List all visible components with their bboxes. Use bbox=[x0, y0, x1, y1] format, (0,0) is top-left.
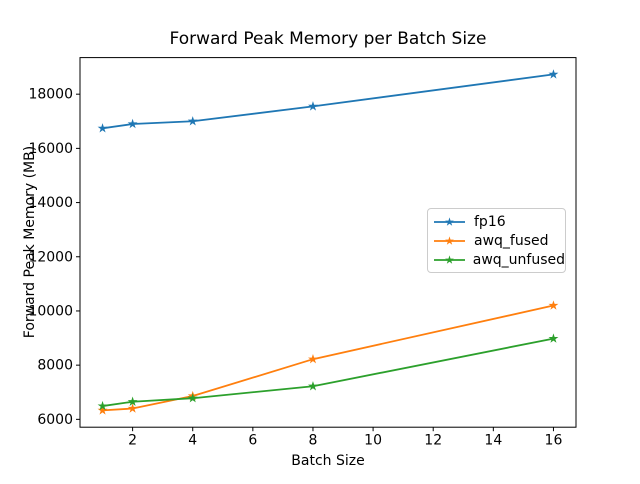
legend-star-marker bbox=[445, 216, 454, 226]
data-point-marker-fp16 bbox=[308, 101, 318, 111]
x-axis-label: Batch Size bbox=[291, 453, 365, 469]
y-tick-label: 6000 bbox=[37, 412, 73, 428]
data-point-marker-awq_fused bbox=[308, 353, 318, 364]
y-tick-label: 14000 bbox=[28, 195, 73, 211]
data-point-marker-fp16 bbox=[127, 118, 138, 129]
x-tick-label: 8 bbox=[309, 433, 318, 449]
legend-swatch-fp16 bbox=[434, 216, 465, 226]
x-tick-label: 16 bbox=[545, 433, 563, 449]
x-axis-ticks: 2 4 6 8 10 12 14 16 bbox=[128, 427, 562, 449]
x-tick-label: 4 bbox=[188, 433, 197, 449]
data-point-marker-fp16 bbox=[548, 69, 559, 79]
legend-entry-awq_unfused: awq_unfused bbox=[428, 250, 565, 269]
legend-label: awq_unfused bbox=[472, 251, 565, 268]
data-point-marker-fp16 bbox=[187, 116, 198, 126]
series-lines bbox=[97, 69, 559, 415]
legend-swatch-awq_unfused bbox=[434, 254, 465, 264]
data-point-marker-awq_fused bbox=[548, 300, 559, 310]
data-point-marker-awq_fused bbox=[97, 405, 108, 415]
x-tick-label: 14 bbox=[484, 433, 502, 449]
data-point-marker-awq_unfused bbox=[308, 381, 318, 391]
data-point-marker-awq_fused bbox=[127, 403, 138, 413]
y-tick-label: 16000 bbox=[28, 141, 73, 157]
legend-entry-fp16: fp16 bbox=[428, 212, 565, 231]
legend-label: fp16 bbox=[474, 213, 506, 230]
data-point-marker-awq_unfused bbox=[97, 400, 108, 411]
series-line-fp16 bbox=[102, 73, 554, 130]
legend-swatch-awq_fused bbox=[434, 235, 465, 245]
chart-title: Forward Peak Memory per Batch Size bbox=[169, 29, 487, 49]
x-tick-label: 10 bbox=[364, 433, 382, 449]
series-line-awq_fused bbox=[102, 304, 554, 412]
legend-label: awq_fused bbox=[474, 232, 549, 249]
legend: fp16 awq_fused awq_unfused bbox=[427, 208, 566, 273]
data-point-marker-awq_unfused bbox=[548, 333, 559, 343]
y-tick-label: 12000 bbox=[28, 249, 73, 265]
y-tick-label: 18000 bbox=[28, 87, 73, 103]
plot-border bbox=[79, 57, 577, 428]
y-axis-ticks: 6000 8000 10000 12000 14000 16000 18000 bbox=[28, 87, 80, 428]
x-tick-label: 6 bbox=[248, 433, 257, 449]
legend-entry-awq_fused: awq_fused bbox=[428, 231, 565, 250]
x-tick-label: 12 bbox=[424, 433, 442, 449]
legend-star-marker bbox=[445, 254, 454, 264]
data-point-marker-awq_unfused bbox=[187, 393, 198, 403]
y-tick-label: 10000 bbox=[28, 303, 73, 319]
legend-star-marker bbox=[445, 235, 454, 245]
data-point-marker-awq_unfused bbox=[127, 396, 138, 406]
data-point-marker-fp16 bbox=[97, 123, 108, 133]
series-line-awq_unfused bbox=[102, 337, 554, 407]
x-tick-label: 2 bbox=[128, 433, 137, 449]
y-axis-label: Forward Peak Memory (MB) bbox=[22, 145, 38, 339]
y-tick-label: 8000 bbox=[37, 358, 73, 374]
